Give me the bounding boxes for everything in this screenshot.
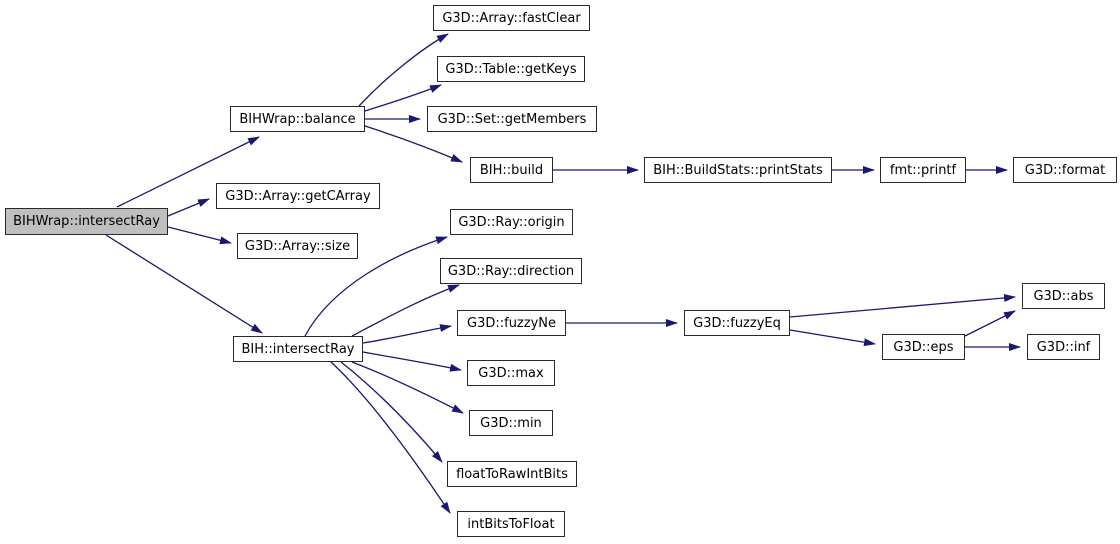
- node-fmt-printf[interactable]: fmt::printf: [880, 157, 966, 183]
- node-bihwrap-balance[interactable]: BIHWrap::balance: [230, 106, 365, 132]
- edge-bihwrap-intersectray-to-bihwrap-balance: [116, 136, 260, 208]
- edge-bihwrap-intersectray-to-g3d-array-size: [167, 226, 232, 245]
- node-g3d-min[interactable]: G3D::min: [469, 410, 553, 436]
- node-g3d-eps[interactable]: G3D::eps: [882, 334, 965, 360]
- node-g3d-set-getmembers[interactable]: G3D::Set::getMembers: [427, 106, 597, 132]
- node-g3d-max[interactable]: G3D::max: [467, 360, 555, 386]
- node-g3d-format[interactable]: G3D::format: [1013, 157, 1117, 183]
- edge-bih-intersectray-to-g3d-ray-direction: [351, 284, 460, 337]
- edge-bih-intersectray-to-g3d-max: [362, 351, 462, 372]
- edge-bihwrap-intersectray-to-g3d-array-getcarray: [167, 198, 210, 217]
- node-bih-build[interactable]: BIH::build: [470, 157, 553, 183]
- node-g3d-inf[interactable]: G3D::inf: [1027, 334, 1100, 360]
- node-g3d-table-getkeys[interactable]: G3D::Table::getKeys: [437, 56, 585, 82]
- edge-bih-intersectray-to-g3d-min: [351, 361, 464, 414]
- node-g3d-ray-direction[interactable]: G3D::Ray::direction: [440, 258, 582, 284]
- node-g3d-ray-origin[interactable]: G3D::Ray::origin: [450, 209, 573, 235]
- edge-g3d-fuzzyeq-to-g3d-abs: [789, 293, 1016, 318]
- node-g3d-array-size[interactable]: G3D::Array::size: [237, 233, 358, 259]
- edge-g3d-eps-to-g3d-abs: [964, 310, 1016, 337]
- node-bihwrap-intersectray[interactable]: BIHWrap::intersectRay: [5, 208, 168, 235]
- edge-bihwrap-intersectray-to-bih-intersectray: [105, 234, 263, 334]
- node-g3d-array-getcarray[interactable]: G3D::Array::getCArray: [216, 183, 380, 209]
- node-g3d-abs[interactable]: G3D::abs: [1022, 283, 1105, 309]
- node-bih-intersectray[interactable]: BIH::intersectRay: [233, 336, 363, 362]
- edge-bih-intersectray-to-floattorawintbits: [340, 361, 443, 463]
- node-g3d-array-fastclear[interactable]: G3D::Array::fastClear: [433, 5, 590, 31]
- edge-bihwrap-balance-to-g3d-table-getkeys: [364, 84, 442, 112]
- edge-bihwrap-balance-to-bih-build: [364, 125, 463, 163]
- node-bih-buildstats-printstats[interactable]: BIH::BuildStats::printStats: [644, 157, 832, 183]
- edge-bih-intersectray-to-g3d-fuzzyne: [362, 324, 452, 344]
- node-floattorawintbits[interactable]: floatToRawIntBits: [447, 461, 577, 487]
- edge-bihwrap-balance-to-g3d-array-fastclear: [358, 33, 449, 107]
- edge-bih-intersectray-to-g3d-ray-origin: [304, 236, 448, 337]
- node-g3d-fuzzyne[interactable]: G3D::fuzzyNe: [457, 310, 566, 336]
- node-g3d-fuzzyeq[interactable]: G3D::fuzzyEq: [684, 310, 790, 336]
- node-intbitstofloat[interactable]: intBitsToFloat: [457, 511, 565, 537]
- edge-bih-intersectray-to-intbitstofloat: [330, 361, 451, 514]
- edge-g3d-fuzzyeq-to-g3d-eps: [789, 329, 876, 347]
- edges-group: [105, 33, 1021, 514]
